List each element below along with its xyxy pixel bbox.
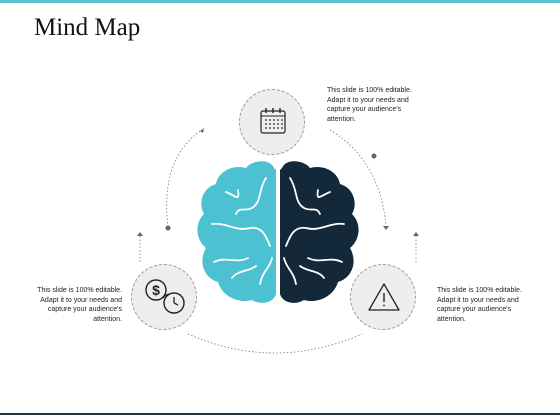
warning-icon [368, 283, 400, 311]
arrowhead [200, 128, 204, 133]
brain-fold [299, 257, 343, 279]
caption-left: This slide is 100% editable. Adapt it to… [37, 287, 122, 323]
money-time-icon: $ [145, 279, 185, 314]
connector-top-right [329, 129, 387, 227]
brain-fold [285, 222, 345, 247]
brain-fold [225, 189, 240, 198]
connector-dot [165, 225, 171, 231]
brain-fold [316, 189, 331, 198]
svg-text:$: $ [152, 282, 160, 298]
brain-fold [211, 222, 271, 247]
brain-fold [213, 257, 257, 279]
arrowhead [137, 232, 143, 236]
brain-left-hemisphere [197, 161, 276, 303]
node-top [239, 89, 305, 155]
brain-right-hemisphere [280, 161, 359, 303]
node-right [350, 264, 416, 330]
brain-fold [289, 177, 321, 215]
connector-dot [371, 153, 377, 159]
brain-fold [235, 177, 267, 215]
arrowhead [383, 226, 389, 230]
brain-fold [283, 257, 297, 285]
arrowhead [413, 232, 419, 236]
bottom-rule [0, 413, 560, 415]
caption-right: This slide is 100% editable. Adapt it to… [437, 287, 522, 323]
slide-title: Mind Map [34, 14, 141, 41]
connector-top-left [166, 130, 201, 227]
top-accent-bar [0, 0, 560, 3]
caption-top: This slide is 100% editable. Adapt it to… [327, 87, 412, 123]
node-left: $ [131, 264, 197, 330]
calendar-icon [260, 108, 286, 134]
connector-bottom [187, 333, 363, 354]
brain-fold [259, 257, 273, 285]
